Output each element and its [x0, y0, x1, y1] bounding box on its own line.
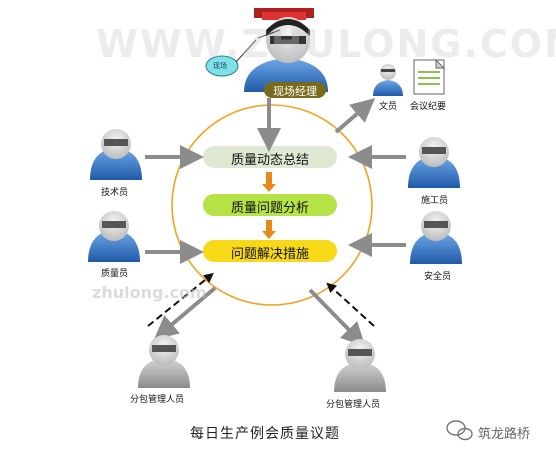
minutes-document-icon	[413, 58, 446, 95]
label-clerk: 文员	[379, 102, 398, 112]
dashed-arrow-left	[147, 272, 214, 327]
step-summary: 质量动态总结	[230, 153, 309, 168]
step-measures: 问题解决措施	[230, 247, 309, 262]
quality-figure	[88, 211, 140, 262]
step-box-2	[203, 194, 337, 216]
step-box-1	[203, 146, 337, 168]
manager-tag: 现场经理	[273, 85, 317, 98]
diagram-caption: 每日生产例会质量议题	[190, 426, 340, 442]
label-safety: 安全员	[424, 272, 452, 282]
bubble-text: 现场	[213, 62, 227, 70]
clerk-figure	[373, 64, 403, 96]
label-sub-left: 分包管理人员	[130, 395, 185, 405]
speech-bubble	[205, 29, 281, 77]
label-tech: 技术员	[101, 188, 129, 198]
label-construction: 施工员	[421, 196, 449, 206]
sub-right-figure	[334, 339, 386, 392]
watermark-mid: zhulong.com	[92, 283, 207, 302]
construction-figure	[408, 137, 460, 188]
label-quality: 质量员	[101, 269, 129, 279]
dashed-arrow-right	[326, 282, 375, 327]
watermark-top: WWW.ZHULONG.COM	[96, 22, 556, 66]
arrow-to-sub-right	[308, 288, 366, 347]
label-sub-right: 分包管理人员	[326, 400, 381, 410]
step-arrow-1	[262, 172, 276, 192]
sub-left-figure	[138, 335, 190, 388]
step-analysis: 质量问题分析	[230, 201, 309, 216]
tech-figure	[90, 129, 142, 180]
manager-figure	[244, 8, 328, 98]
safety-figure	[410, 211, 462, 264]
logo-text: 筑龙路桥	[478, 427, 531, 442]
label-minutes: 会议纪要	[410, 102, 447, 112]
arrow-to-sub-left	[153, 286, 217, 340]
step-box-3	[203, 240, 337, 262]
step-arrow-2	[262, 220, 276, 239]
arrow-to-clerk	[334, 98, 376, 134]
wechat-logo-icon	[446, 420, 473, 441]
